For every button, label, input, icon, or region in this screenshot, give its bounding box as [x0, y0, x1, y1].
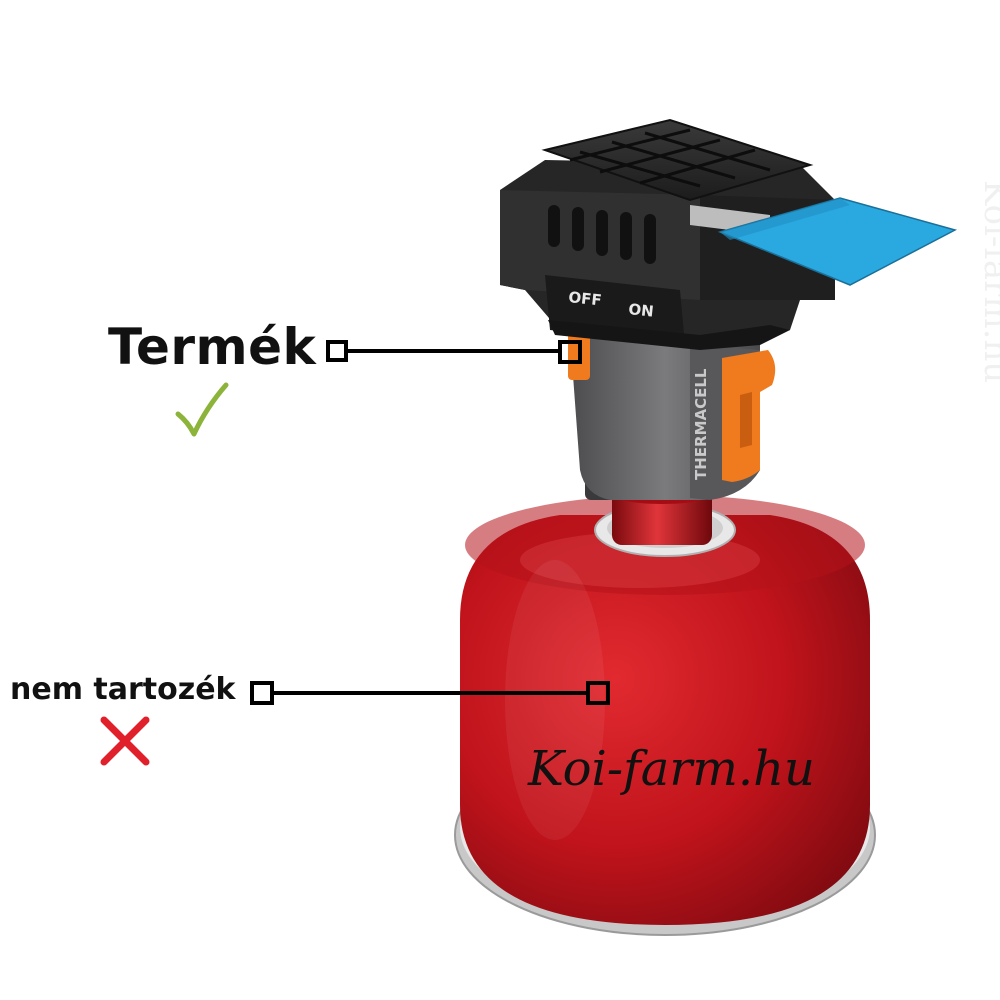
callout-not-included-start-marker: [250, 681, 274, 705]
callout-not-included: [250, 681, 610, 705]
callout-product-end-marker: [558, 340, 582, 364]
side-watermark-text: Koi-farm.hu: [976, 180, 1000, 383]
device-valve-body: THERMACELL: [568, 330, 776, 500]
canister-watermark: Koi-farm.hu: [527, 741, 815, 797]
callout-not-included-end-marker: [586, 681, 610, 705]
brand-text: THERMACELL: [692, 368, 710, 480]
callout-product-start-marker: [326, 340, 348, 362]
callout-product: [326, 340, 582, 364]
device-heater-head: OFF ON: [500, 118, 958, 350]
switch-on-label: ON: [628, 300, 655, 321]
cross-icon: [100, 716, 150, 766]
product-label: Termék: [108, 318, 317, 376]
canister-body: [460, 515, 870, 925]
checkmark-icon: [175, 382, 229, 437]
not-included-label: nem tartozék: [10, 672, 236, 707]
gas-canister: [454, 484, 876, 936]
switch-off-label: OFF: [568, 288, 603, 309]
canister-neck: [612, 490, 712, 545]
side-watermark: Koi-farm.hu: [976, 180, 1000, 383]
